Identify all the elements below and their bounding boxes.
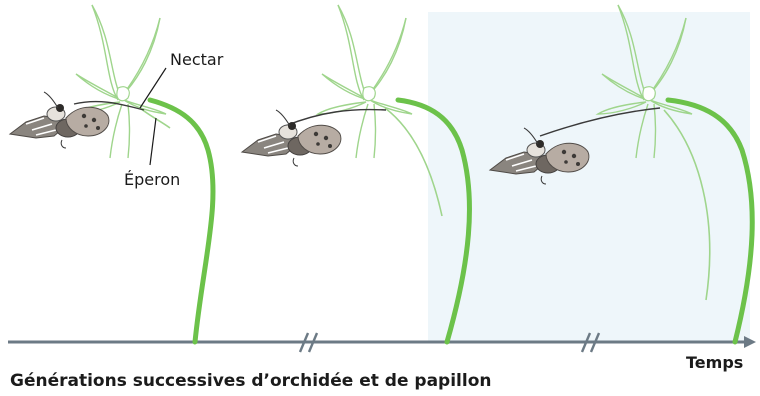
stem-1 (150, 100, 213, 342)
generation-3 (490, 5, 752, 342)
moth-2 (242, 110, 341, 166)
nectar-label: Nectar (170, 50, 223, 69)
generation-2 (242, 5, 469, 342)
flower-3 (598, 5, 692, 158)
time-axis-label: Temps (686, 353, 743, 372)
moth-1 (10, 92, 109, 148)
proboscis-2 (285, 110, 386, 126)
moth-3 (490, 128, 589, 184)
timeline-axis (8, 333, 756, 352)
caption: Générations successives d’orchidée et de… (10, 371, 491, 391)
spur-2 (385, 108, 442, 216)
eperon-label: Éperon (124, 170, 180, 189)
stem-2 (398, 100, 469, 342)
spur-3 (664, 110, 710, 300)
stem-3 (668, 100, 752, 342)
